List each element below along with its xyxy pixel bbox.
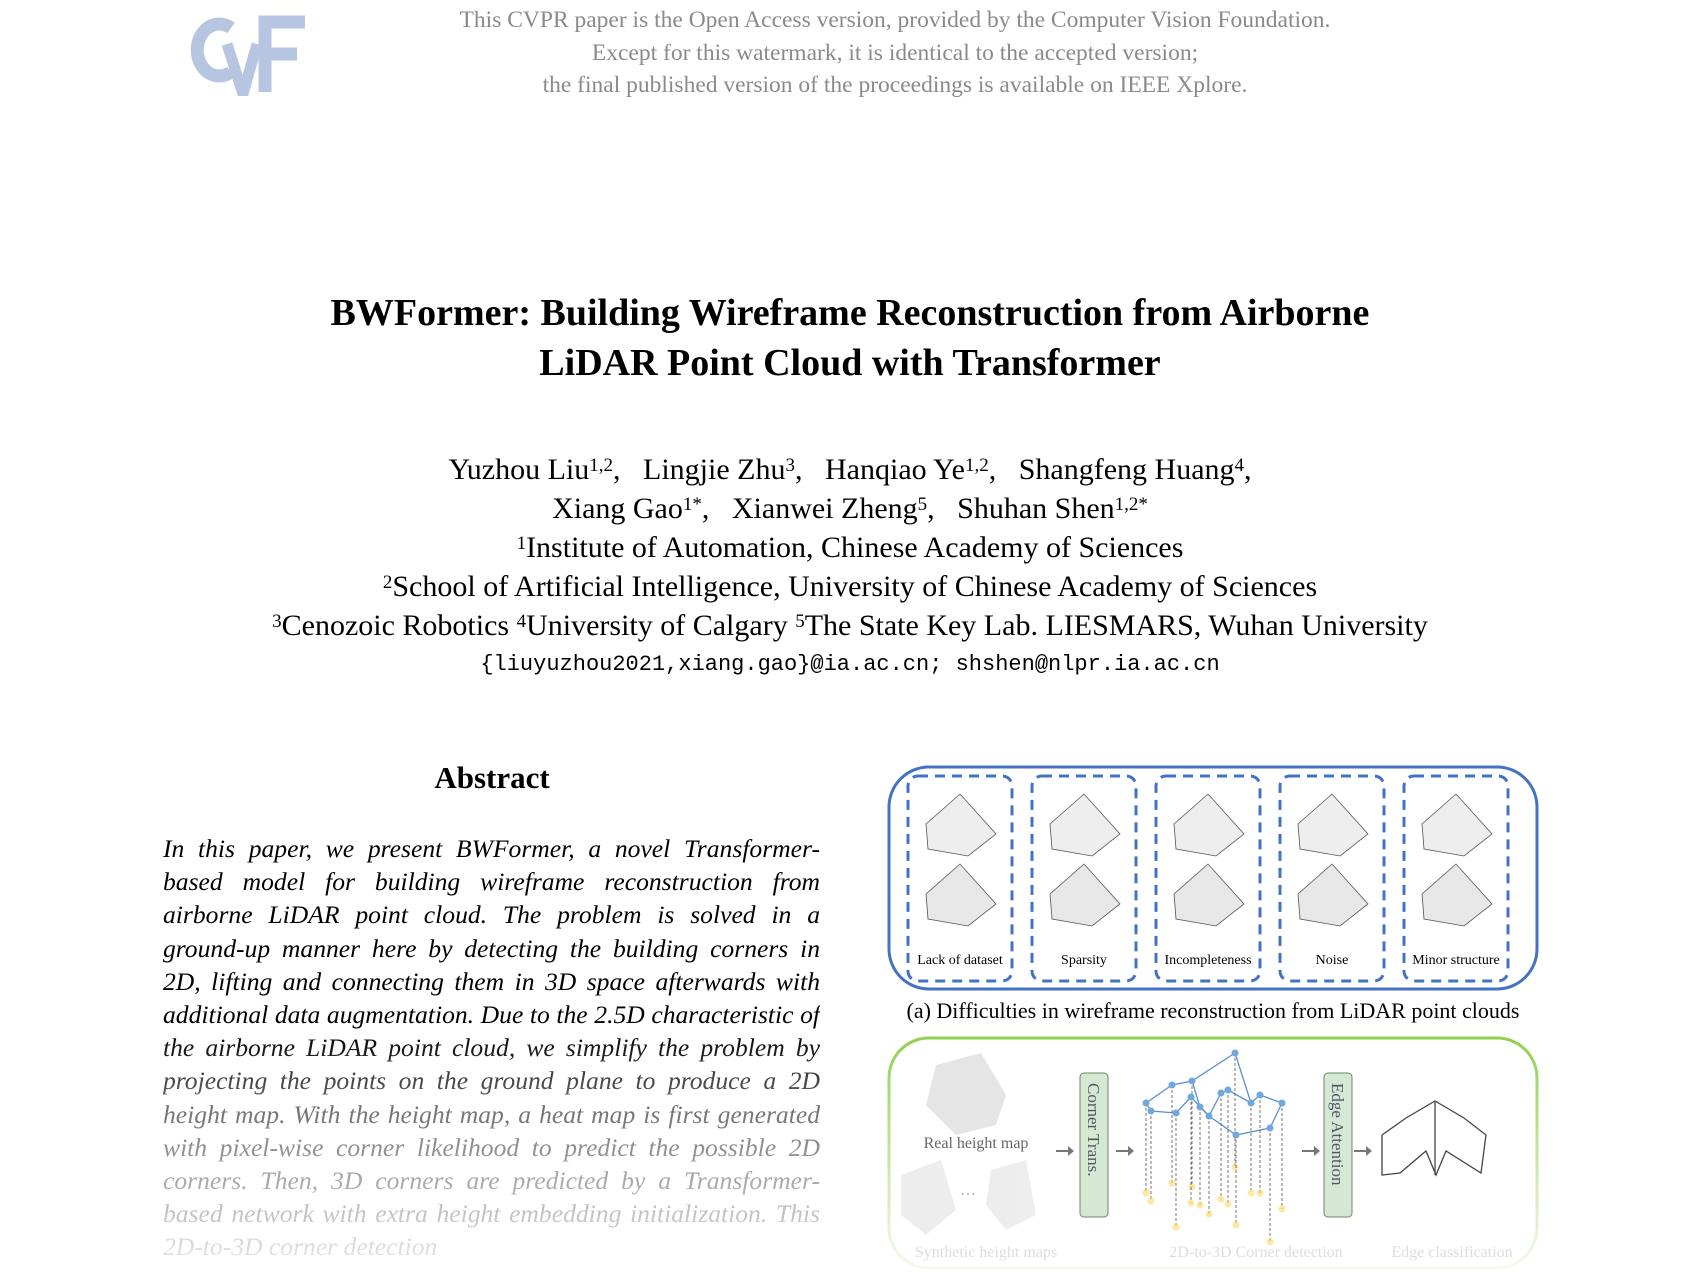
3d-corner-point xyxy=(1147,1107,1155,1115)
building-point-cloud-image xyxy=(1297,863,1369,927)
2d-corner-point xyxy=(1256,1189,1264,1197)
watermark-line: the final published version of the proce… xyxy=(542,72,1248,98)
building-point-cloud-image xyxy=(1421,793,1493,857)
3d-corner-point xyxy=(1188,1077,1196,1085)
author: Xiang Gao1*, xyxy=(552,492,710,525)
difficulty-label: Incompleteness xyxy=(1164,953,1251,968)
building-point-cloud-image xyxy=(1049,793,1121,857)
difficulty-box xyxy=(1030,774,1138,983)
3d-corner-graph xyxy=(1145,1051,1283,1136)
title-line: BWFormer: Building Wireframe Reconstruct… xyxy=(330,292,1370,334)
figure-panel-a: Lack of dataset Sparsity Incompleteness Noi… xyxy=(887,765,1539,991)
difficulty-label: Minor structure xyxy=(1412,953,1499,968)
building-point-cloud-image xyxy=(1173,863,1245,927)
cvf-logo xyxy=(190,15,305,96)
panel-a-border xyxy=(887,765,1539,991)
2d-corner-point xyxy=(1188,1183,1196,1191)
building-point-cloud-image xyxy=(1297,793,1369,857)
building-point-cloud-image xyxy=(1421,863,1493,927)
3d-corner-point xyxy=(1232,1131,1240,1139)
2d-corner-point xyxy=(1278,1205,1286,1213)
3d-corner-point xyxy=(1224,1086,1232,1094)
edge-attention-module xyxy=(1323,1072,1353,1218)
author-line: Xiang Gao1*, Xianwei Zheng5, Shuhan Shen… xyxy=(150,489,1550,528)
2d-corner-point xyxy=(1231,1163,1239,1171)
3d-corner-point xyxy=(1256,1091,1264,1099)
open-access-watermark: This CVPR paper is the Open Access versi… xyxy=(350,4,1440,102)
2d-corner-point xyxy=(1142,1189,1150,1197)
difficulty-label: Noise xyxy=(1316,953,1349,968)
panel-b-border xyxy=(887,1036,1539,1270)
difficulty-box xyxy=(1402,774,1510,983)
author: Lingjie Zhu3, xyxy=(643,453,803,486)
arrow-icon xyxy=(1056,1146,1372,1156)
synthetic-height-maps-image xyxy=(901,1160,1036,1235)
author: Xianwei Zheng5, xyxy=(731,492,935,525)
building-point-cloud-image xyxy=(925,793,997,857)
author-line: Yuzhou Liu1,2, Lingjie Zhu3, Hanqiao Ye1… xyxy=(150,450,1550,489)
difficulty-box xyxy=(1154,774,1262,983)
2d-corner-point xyxy=(1224,1200,1232,1208)
real-height-map-image xyxy=(926,1053,1006,1135)
2d-corner-point xyxy=(1266,1238,1274,1246)
synthetic-height-maps-label: Synthetic height maps xyxy=(915,1244,1057,1261)
3d-corner-point xyxy=(1266,1124,1274,1132)
building-point-cloud-image xyxy=(925,863,997,927)
3d-corner-point xyxy=(1247,1099,1255,1107)
paper-title: BWFormer: Building Wireframe Reconstruct… xyxy=(200,288,1500,388)
title-line: LiDAR Point Cloud with Transformer xyxy=(539,342,1161,384)
edge-classification-label: Edge classification xyxy=(1391,1244,1512,1261)
2d-corner-point xyxy=(1232,1221,1240,1229)
figure-panel-b: Real height map … Synthetic height maps … xyxy=(887,1036,1539,1270)
2d-corner-point xyxy=(1247,1189,1255,1197)
figure-caption-a: (a) Difficulties in wireframe reconstruc… xyxy=(906,998,1520,1023)
author: Yuzhou Liu1,2, xyxy=(448,453,621,486)
corner-module-label: Corner Trans. xyxy=(1084,1083,1103,1177)
abstract-heading: Abstract xyxy=(434,760,550,795)
edge-module-label: Edge Attention xyxy=(1328,1083,1347,1186)
real-height-map-label: Real height map xyxy=(924,1135,1029,1152)
3d-corner-point xyxy=(1217,1089,1225,1097)
3d-corner-point xyxy=(1187,1093,1195,1101)
author: Shangfeng Huang4, xyxy=(1018,453,1252,486)
3d-corner-point xyxy=(1168,1081,1176,1089)
building-point-cloud-image xyxy=(1173,793,1245,857)
2d-corner-point xyxy=(1187,1199,1195,1207)
abstract-text: In this paper, we present BWFormer, a no… xyxy=(163,834,820,1262)
ellipsis: … xyxy=(960,1182,976,1199)
corner-detection-label: 2D-to-3D Corner detection xyxy=(1169,1244,1342,1261)
difficulty-box xyxy=(906,774,1014,983)
watermark-line: This CVPR paper is the Open Access versi… xyxy=(459,7,1331,33)
3d-corner-point xyxy=(1278,1099,1286,1107)
author: Shuhan Shen1,2* xyxy=(957,492,1148,525)
3d-corner-point xyxy=(1142,1099,1150,1107)
2d-corner-point xyxy=(1217,1195,1225,1203)
2d-corner-point xyxy=(1172,1223,1180,1231)
affiliation: 2School of Artificial Intelligence, Univ… xyxy=(382,570,1318,603)
2d-corner-point xyxy=(1205,1210,1213,1218)
author: Hanqiao Ye1,2, xyxy=(825,453,997,486)
difficulty-box xyxy=(1278,774,1386,983)
watermark-line: Except for this watermark, it is identic… xyxy=(591,39,1199,66)
affiliation: 3Cenozoic Robotics 4University of Calgar… xyxy=(272,609,1428,642)
difficulty-label: Sparsity xyxy=(1061,953,1107,968)
affiliation: 1Institute of Automation, Chinese Academ… xyxy=(516,531,1184,564)
3d-corner-point xyxy=(1172,1109,1180,1117)
2d-corner-point xyxy=(1168,1179,1176,1187)
difficulty-label: Lack of dataset xyxy=(917,953,1003,968)
3d-corner-point xyxy=(1196,1103,1204,1111)
author-block: Yuzhou Liu1,2, Lingjie Zhu3, Hanqiao Ye1… xyxy=(150,450,1550,685)
building-point-cloud-image xyxy=(1049,863,1121,927)
3d-corner-point xyxy=(1205,1112,1213,1120)
2d-corner-point xyxy=(1147,1197,1155,1205)
2d-corner-point xyxy=(1196,1201,1204,1209)
3d-corner-point xyxy=(1231,1049,1239,1057)
wireframe-output xyxy=(1381,1100,1487,1177)
corner-transformer-module xyxy=(1079,1072,1109,1218)
author-emails: {liuyuzhou2021,xiang.gao}@ia.ac.cn; shsh… xyxy=(480,652,1220,677)
